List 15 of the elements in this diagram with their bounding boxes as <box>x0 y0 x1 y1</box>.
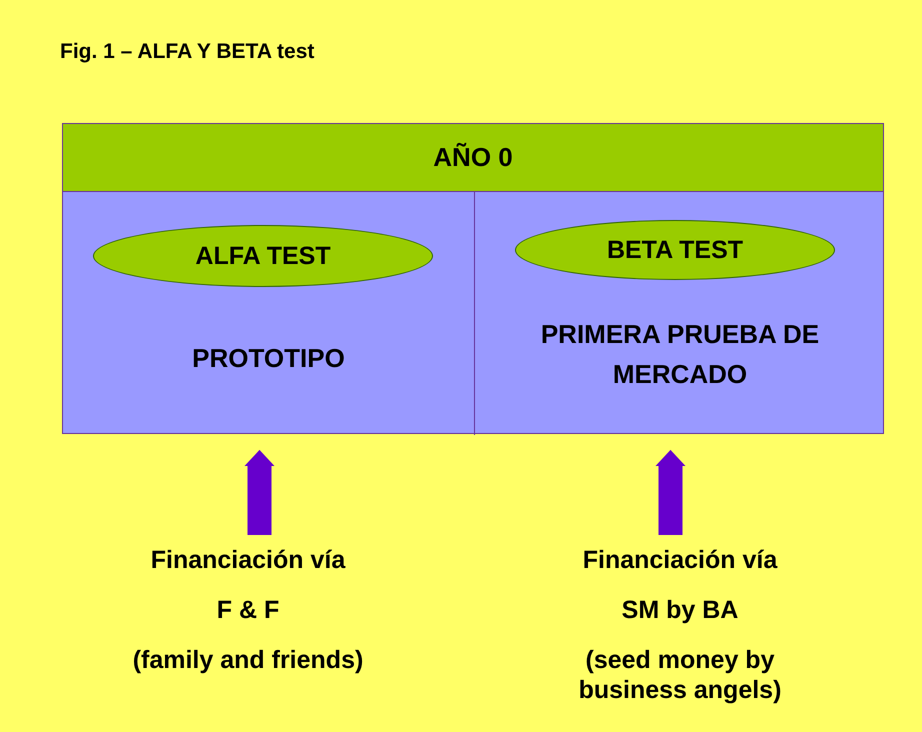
block-arrow <box>244 450 274 535</box>
figure-title: Fig. 1 – ALFA Y BETA test <box>60 40 314 64</box>
funding-text: (seed money by business angels) <box>578 645 782 705</box>
test-label: BETA TEST <box>606 236 744 264</box>
stage-description: PRIMERA PRUEBA DE MERCADO <box>540 318 820 391</box>
funding-text: Financiación vía <box>150 545 346 575</box>
table-panel <box>62 123 884 434</box>
stage-description: PROTOTIPO <box>191 342 346 375</box>
test-label: ALFA TEST <box>195 242 331 270</box>
funding-text: SM by BA <box>620 595 740 625</box>
block-arrow <box>656 450 686 535</box>
funding-text: F & F <box>216 595 280 625</box>
year-heading: AÑO 0 <box>432 142 514 173</box>
funding-text: (family and friends) <box>132 645 364 675</box>
funding-text: Financiación vía <box>582 545 778 575</box>
